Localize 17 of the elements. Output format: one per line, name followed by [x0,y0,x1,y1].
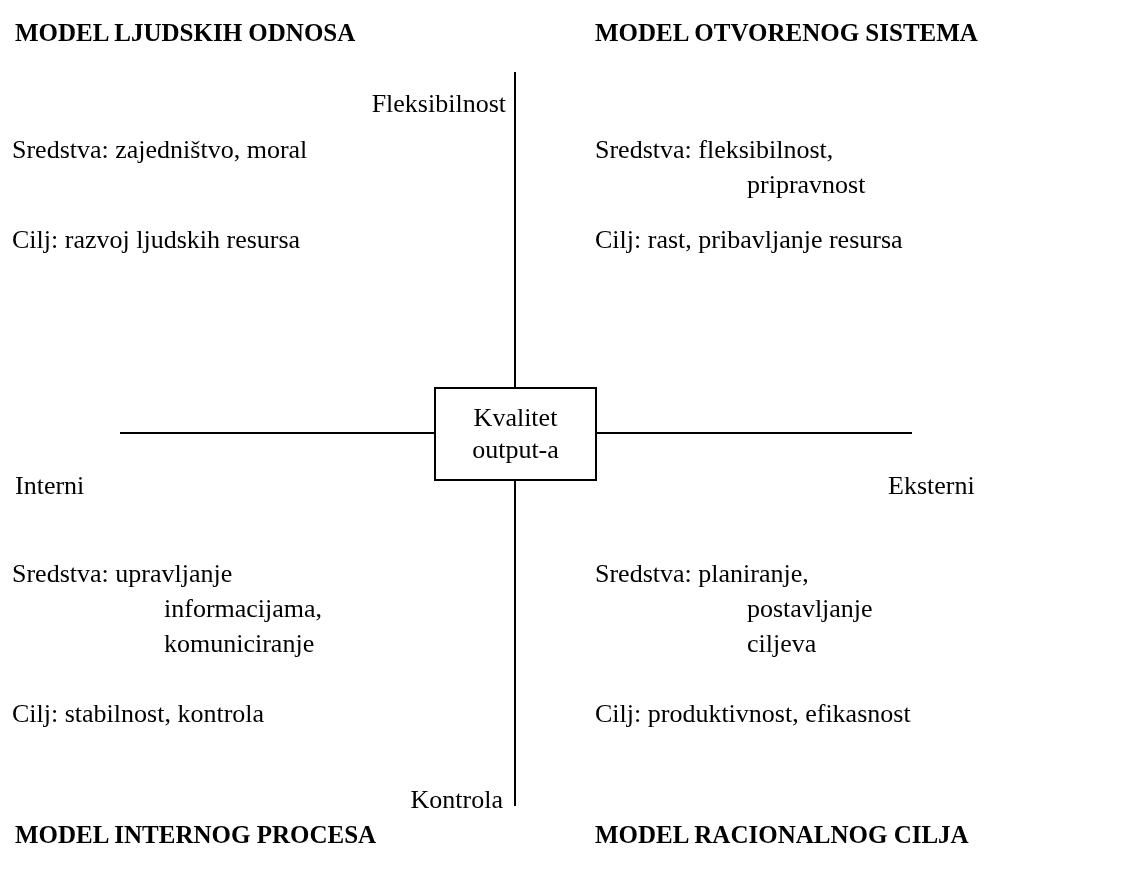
quadrant-heading: MODEL RACIONALNOG CILJA [595,820,969,850]
quadrant-heading: MODEL OTVORENOG SISTEMA [595,18,978,48]
quadrant-text: Sredstva: zajedništvo, moral [12,134,309,166]
center-box: Kvalitet output-a [434,387,597,481]
quadrant-text: Cilj: produktivnost, efikasnost [595,698,912,730]
quadrant-text: Cilj: stabilnost, kontrola [12,698,266,730]
axis-label: Fleksibilnost [370,88,506,120]
quadrant-text: Cilj: rast, pribavljanje resursa [595,224,904,256]
quadrant-heading: MODEL LJUDSKIH ODNOSA [15,18,356,48]
quadrant-text: Sredstva: upravljanje informacijama, komuniciranje [12,558,324,660]
axis-label: Kontrola [409,784,503,816]
axis-label: Interni [15,470,85,502]
quadrant-heading: MODEL INTERNOG PROCESA [15,820,377,850]
axis-label: Eksterni [888,470,975,502]
quadrant-text: Sredstva: fleksibilnost, pripravnost [595,134,867,201]
quadrant-text: Sredstva: planiranje, postavljanje ciljeva [595,558,874,660]
quadrant-text: Cilj: razvoj ljudskih resursa [12,224,302,256]
